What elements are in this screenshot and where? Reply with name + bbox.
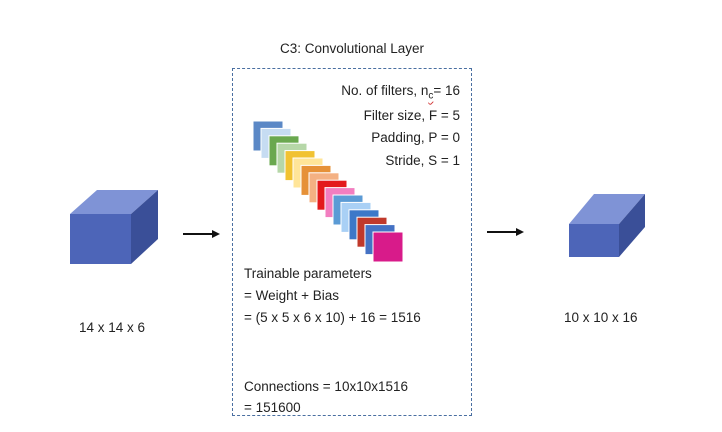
output-cube-front	[569, 224, 619, 257]
padding-text: Padding, P = 0	[371, 130, 460, 145]
num-filters-text: No. of filters, nc= 16	[262, 82, 460, 105]
layer-box	[232, 68, 472, 416]
params-line-2: = Weight + Bias	[244, 288, 340, 303]
connections-line-1: Connections = 10x10x1516	[244, 379, 408, 394]
num-filters-prefix: No. of filters, n	[341, 83, 429, 98]
output-cube-side	[619, 194, 645, 257]
arrow-left-head	[212, 230, 220, 238]
arrow-right-line	[487, 231, 517, 233]
stride-text: Stride, S = 1	[385, 153, 460, 168]
input-dims-label: 14 x 14 x 6	[79, 320, 146, 335]
params-line-1: Trainable parameters	[244, 266, 372, 281]
layer-title: C3: Convolutional Layer	[279, 41, 425, 56]
input-cube-front	[70, 214, 131, 264]
arrow-left-line	[183, 233, 213, 235]
params-line-3: = (5 x 5 x 6 x 10) + 16 = 1516	[244, 310, 421, 325]
connections-line-2: = 151600	[244, 400, 301, 415]
num-filters-sub: c	[428, 90, 434, 102]
filter-size-text: Filter size, F = 5	[363, 108, 460, 123]
output-dims-label: 10 x 10 x 16	[564, 310, 638, 325]
input-cube-top	[70, 190, 158, 214]
output-cube-top	[569, 194, 645, 224]
input-cube-side	[131, 190, 158, 264]
num-filters-suffix: = 16	[433, 83, 460, 98]
arrow-right-head	[516, 228, 524, 236]
filter-square-16	[372, 231, 404, 263]
